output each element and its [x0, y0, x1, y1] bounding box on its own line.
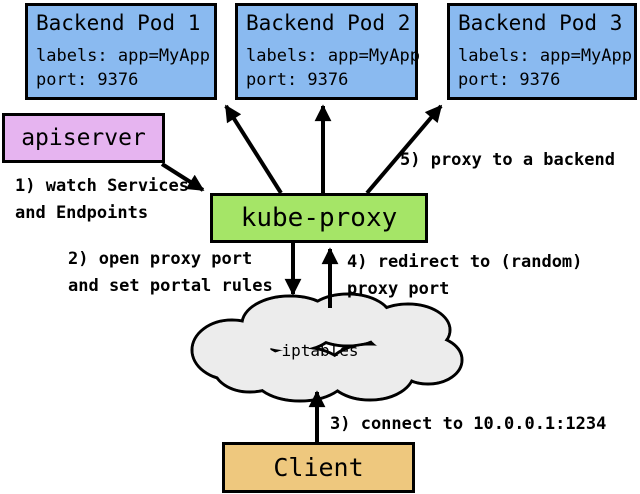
annotation-step3: 3) connect to 10.0.0.1:1234	[330, 414, 607, 434]
backend-pod-1-labels: labels: app=MyApp	[36, 46, 210, 66]
backend-pod-3: Backend Pod 3 labels: app=MyApp port: 93…	[447, 3, 637, 100]
annotation-step1: 1) watch Services and Endpoints	[15, 173, 189, 227]
backend-pod-3-labels: labels: app=MyApp	[458, 46, 632, 66]
iptables-cloud-shape	[190, 292, 464, 403]
iptables-label: iptables	[281, 341, 359, 360]
annotation-step2-line2: and set portal rules	[68, 276, 273, 296]
backend-pod-3-port: port: 9376	[458, 70, 561, 90]
annotation-step5: 5) proxy to a backend	[400, 150, 615, 170]
client-label: Client	[273, 453, 364, 482]
apiserver-label: apiserver	[21, 125, 146, 151]
arrow-kube-proxy-to-pod1	[224, 104, 283, 195]
backend-pod-1: Backend Pod 1 labels: app=MyApp port: 93…	[25, 3, 217, 100]
backend-pod-2-labels: labels: app=MyApp	[246, 46, 420, 66]
kube-proxy-label: kube-proxy	[240, 203, 398, 233]
backend-pod-3-title: Backend Pod 3	[458, 11, 623, 35]
backend-pod-2-port: port: 9376	[246, 70, 349, 90]
apiserver-node: apiserver	[2, 113, 165, 163]
backend-pod-1-port: port: 9376	[36, 70, 139, 90]
annotation-step1-line2: and Endpoints	[15, 203, 149, 223]
arrow-apiserver-to-kube-proxy	[160, 162, 205, 192]
annotation-step4-line1: 4) redirect to (random)	[347, 252, 583, 272]
arrow-kube-proxy-to-pod3	[365, 104, 443, 195]
backend-pod-1-title: Backend Pod 1	[36, 11, 201, 35]
annotation-step4: 4) redirect to (random) proxy port	[347, 249, 582, 303]
kube-proxy-node: kube-proxy	[210, 193, 428, 243]
client-node: Client	[222, 442, 415, 493]
annotation-step4-line2: proxy port	[347, 279, 450, 299]
backend-pod-2-title: Backend Pod 2	[246, 11, 411, 35]
annotation-step2-line1: 2) open proxy port	[68, 249, 253, 269]
annotation-step1-line1: 1) watch Services	[15, 176, 189, 196]
backend-pod-2: Backend Pod 2 labels: app=MyApp port: 93…	[235, 3, 420, 100]
annotation-step2: 2) open proxy port and set portal rules	[68, 246, 273, 300]
